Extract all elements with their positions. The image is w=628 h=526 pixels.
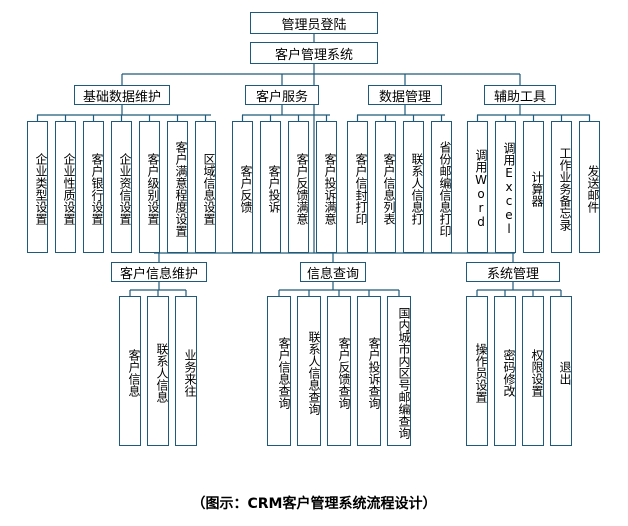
- leaf-node: 调用Excel: [495, 121, 516, 253]
- leaf-node: 业务来往: [175, 296, 197, 446]
- leaf-node: 客户信息查询: [267, 296, 291, 446]
- leaf-node: 计算器: [523, 121, 544, 253]
- leaf-node: 企业性质设置: [55, 121, 76, 253]
- group-node-4: 辅助工具: [484, 85, 556, 105]
- leaf-node: 企业类型设置: [27, 121, 48, 253]
- leaf-node: 客户反馈查询: [327, 296, 351, 446]
- leaf-node: 联系人信息: [147, 296, 169, 446]
- leaf-node: 客户满意程度设置: [167, 121, 188, 253]
- bottom-group-node-1: 客户信息维护: [111, 262, 207, 282]
- group-node-1: 基础数据维护: [74, 85, 170, 105]
- leaf-node: 客户投诉: [260, 121, 281, 253]
- leaf-node: 企业资信设置: [111, 121, 132, 253]
- root-node: 管理员登陆: [250, 12, 378, 34]
- leaf-node: 客户信息列表: [375, 121, 396, 253]
- leaf-node: 客户反馈: [232, 121, 253, 253]
- bottom-group-node-3: 系统管理: [466, 262, 560, 282]
- leaf-node: 客户银行设置: [83, 121, 104, 253]
- bottom-group-node-2: 信息查询: [300, 262, 366, 282]
- group-node-2: 客户服务: [245, 85, 319, 105]
- leaf-node: 权限设置: [522, 296, 544, 446]
- leaf-node: 密码修改: [494, 296, 516, 446]
- leaf-node: 客户反馈满意: [288, 121, 309, 253]
- leaf-node: 区域信息设置: [195, 121, 216, 253]
- leaf-node: 客户投诉满意: [316, 121, 337, 253]
- leaf-node: 发送邮件: [579, 121, 600, 253]
- leaf-node: 操作员设置: [466, 296, 488, 446]
- leaf-node: 工作业务备忘录: [551, 121, 572, 253]
- leaf-node: 客户投诉查询: [357, 296, 381, 446]
- figure-caption: （图示：CRM客户管理系统流程设计）: [191, 496, 437, 512]
- group-node-3: 数据管理: [368, 85, 442, 105]
- leaf-node: 退出: [550, 296, 572, 446]
- leaf-node: 客户信封打印: [347, 121, 368, 253]
- leaf-node: 客户信息: [119, 296, 141, 446]
- leaf-node: 省份邮编信息打印: [431, 121, 452, 253]
- leaf-node: 国内城市内区号邮编查询: [387, 296, 411, 446]
- leaf-node: 联系人信息查询: [297, 296, 321, 446]
- leaf-node: 调用Word: [467, 121, 488, 253]
- system-node: 客户管理系统: [250, 42, 378, 64]
- leaf-node: 客户级别设置: [139, 121, 160, 253]
- leaf-node: 联系人信息打: [403, 121, 424, 253]
